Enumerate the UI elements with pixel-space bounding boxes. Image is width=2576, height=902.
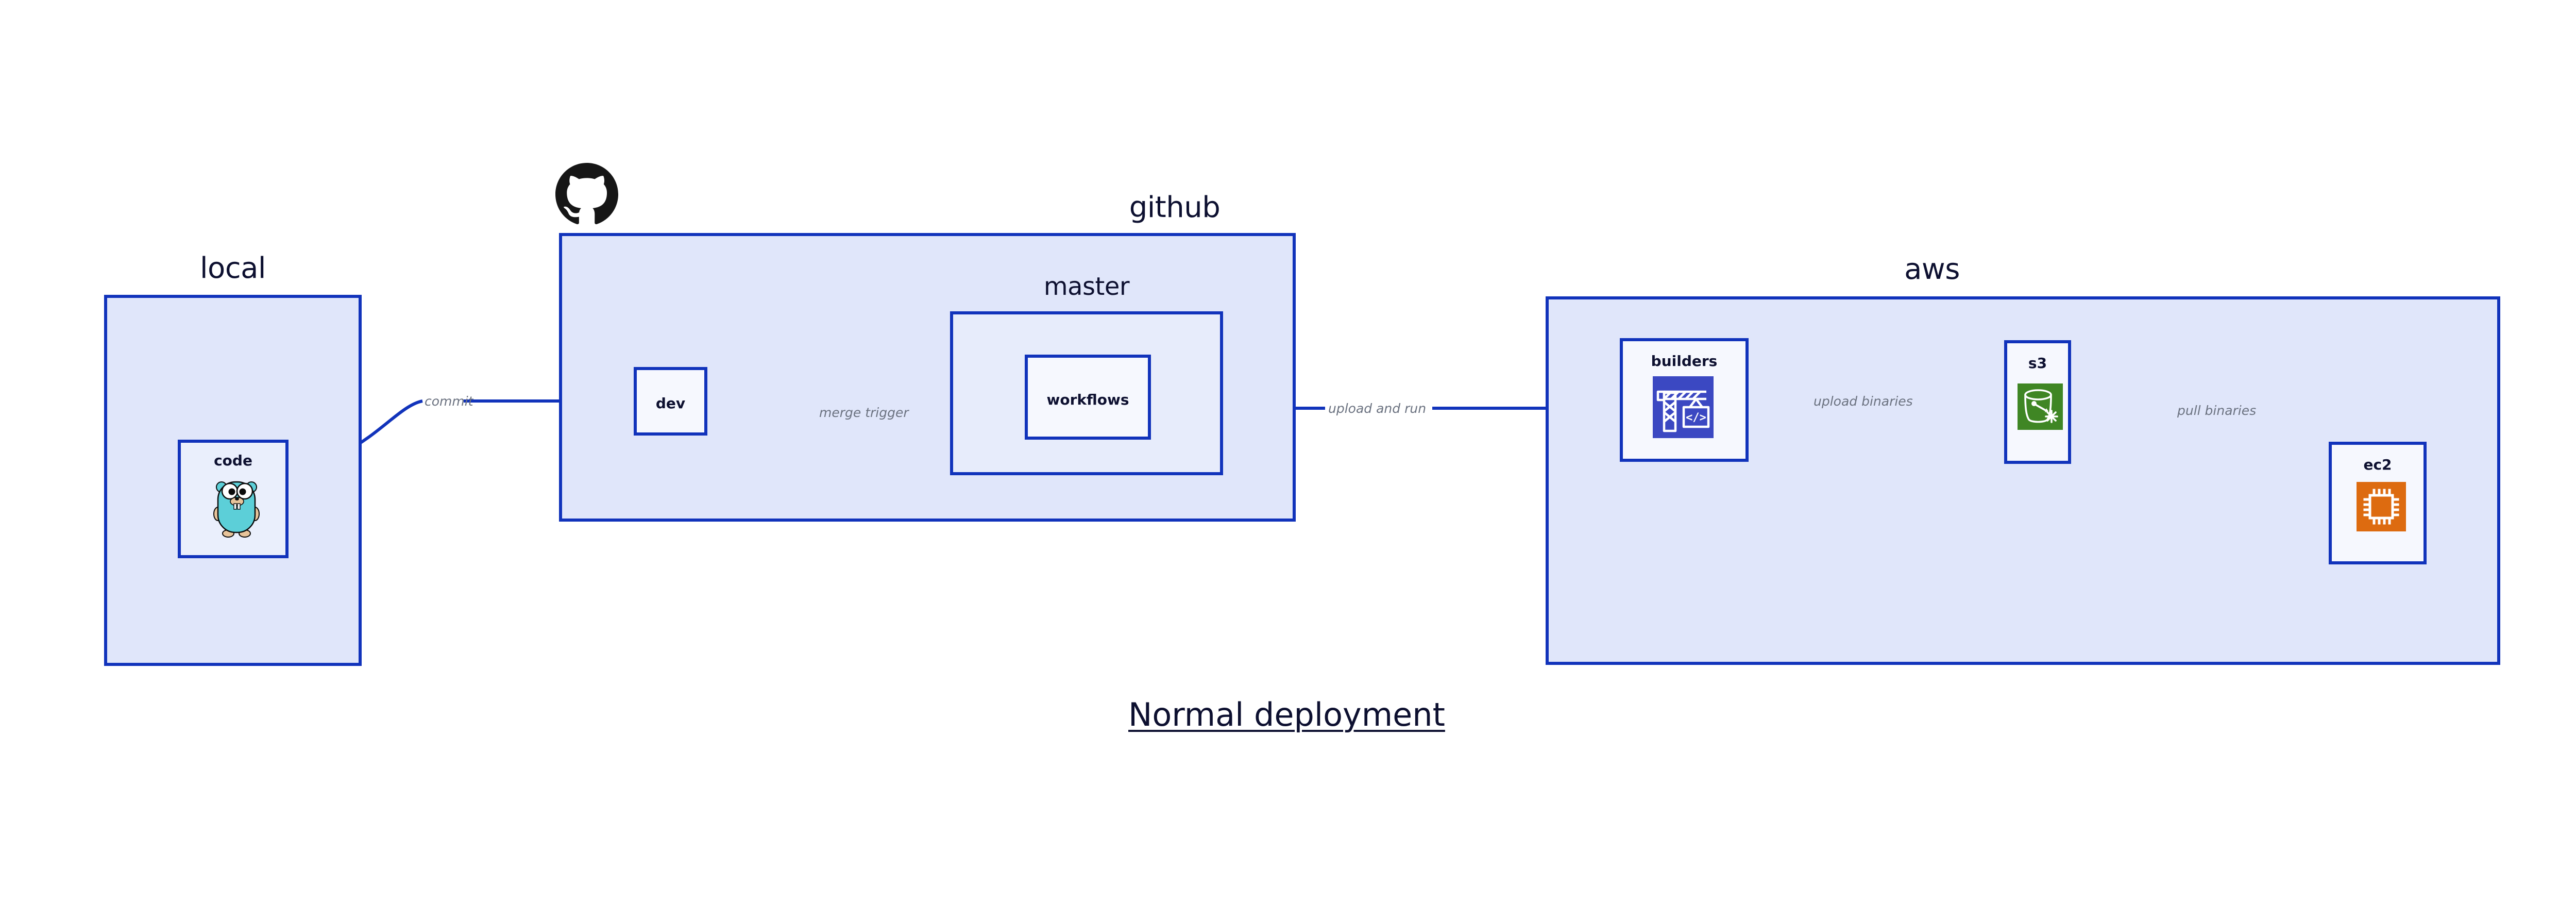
group-label-master: master [1043, 272, 1130, 301]
diagram-title: Normal deployment [1128, 696, 1445, 733]
node-label-builders: builders [1651, 353, 1718, 370]
node-box-code[interactable]: code [178, 440, 289, 558]
edge-label-merge-trigger: merge trigger [819, 405, 909, 420]
node-box-workflows[interactable]: workflows [1025, 355, 1151, 440]
node-label-dev: dev [655, 395, 686, 412]
node-box-builders[interactable]: builders [1620, 338, 1749, 462]
group-label-aws: aws [1904, 253, 1960, 286]
svg-text:</>: </> [1686, 411, 1706, 424]
node-box-dev[interactable]: dev [634, 367, 707, 436]
edge-label-commit: commit [425, 394, 473, 409]
edge-label-pull-binaries: pull binaries [2177, 403, 2257, 418]
github-octocat-icon [555, 163, 618, 226]
go-gopher-icon [213, 475, 260, 538]
aws-ec2-chip-icon [2357, 482, 2406, 531]
edge-label-upload-and-run: upload and run [1328, 401, 1427, 416]
node-label-s3: s3 [2028, 355, 2047, 372]
edge-label-upload-binaries: upload binaries [1814, 394, 1913, 409]
group-label-github: github [1129, 191, 1221, 224]
node-label-code: code [214, 452, 252, 469]
node-box-s3[interactable]: s3 [2004, 340, 2071, 464]
group-label-local: local [200, 252, 266, 285]
node-label-ec2: ec2 [2363, 456, 2392, 473]
aws-codebuild-crane-icon: </> [1653, 376, 1714, 438]
aws-s3-glacier-bucket-icon [2018, 383, 2063, 430]
node-box-ec2[interactable]: ec2 [2329, 442, 2427, 564]
node-label-workflows: workflows [1046, 391, 1129, 408]
